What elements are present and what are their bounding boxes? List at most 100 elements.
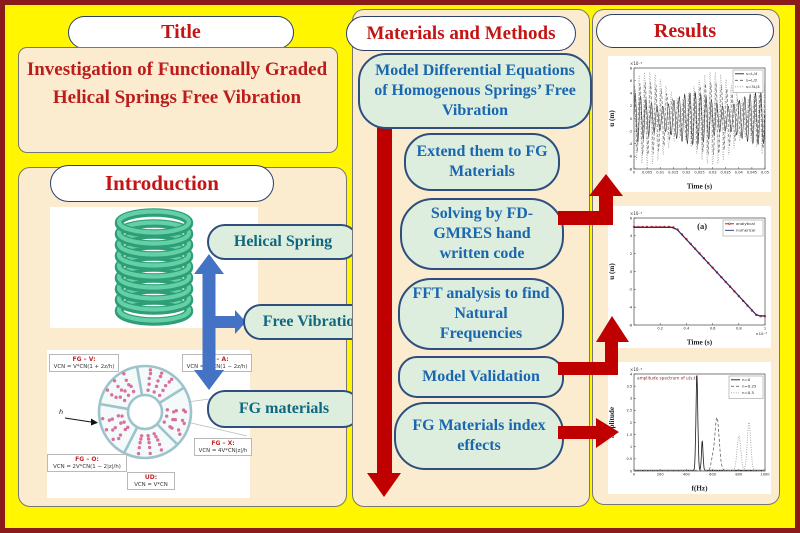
svg-text:0.6: 0.6 bbox=[710, 327, 716, 331]
svg-text:n=0: n=0 bbox=[742, 377, 751, 382]
svg-text:0.045: 0.045 bbox=[747, 171, 757, 175]
svg-text:×10⁻³: ×10⁻³ bbox=[630, 61, 643, 66]
concept-label-fg-materials: FG materials bbox=[238, 400, 330, 417]
results-header-label: Results bbox=[653, 19, 717, 42]
svg-text:-8: -8 bbox=[629, 167, 633, 171]
introduction-header-pill: Introduction bbox=[50, 165, 274, 202]
step-box-solving-fd-gmres: Solving by FD-GMRES hand written code bbox=[400, 198, 564, 270]
methods-flow-arrow-down-icon bbox=[367, 473, 401, 497]
svg-text:6: 6 bbox=[630, 216, 633, 220]
svg-text:1.5: 1.5 bbox=[626, 433, 632, 437]
fg-label-o: FG – O: VCN = 2V*CN(1 − 2|z|/h) bbox=[47, 454, 127, 473]
svg-text:1000: 1000 bbox=[760, 473, 770, 477]
svg-text:numerical: numerical bbox=[736, 228, 755, 233]
svg-text:u (m): u (m) bbox=[608, 263, 616, 280]
svg-text:s=L/2: s=L/2 bbox=[746, 78, 758, 83]
fg-cross-section-diagram: h bbox=[59, 364, 248, 460]
step-label: Model Validation bbox=[422, 368, 540, 385]
svg-text:amplitude: amplitude bbox=[608, 407, 616, 438]
step-box-fft-analysis: FFT analysis to find Natural Frequencies bbox=[398, 278, 564, 350]
svg-text:3.5: 3.5 bbox=[626, 384, 632, 388]
svg-text:×10⁻³: ×10⁻³ bbox=[630, 211, 643, 216]
svg-text:0.015: 0.015 bbox=[668, 171, 678, 175]
step-box-extend-fg: Extend them to FG Materials bbox=[404, 133, 560, 191]
svg-text:0.05: 0.05 bbox=[761, 171, 769, 175]
svg-text:0.035: 0.035 bbox=[721, 171, 731, 175]
svg-text:-6: -6 bbox=[629, 323, 633, 327]
concept-box-fg-materials: FG materials bbox=[207, 390, 361, 428]
svg-text:amplitude spectrum of u(s,t): amplitude spectrum of u(s,t) bbox=[637, 376, 697, 381]
svg-text:-4: -4 bbox=[629, 305, 633, 309]
svg-text:4: 4 bbox=[630, 372, 633, 376]
svg-text:0.4: 0.4 bbox=[684, 327, 690, 331]
svg-text:800: 800 bbox=[735, 473, 743, 477]
intro-flow-arrows-icon bbox=[194, 254, 246, 390]
svg-text:×10⁻³: ×10⁻³ bbox=[755, 331, 767, 336]
concept-label-free-vibration: Free Vibration bbox=[262, 313, 364, 330]
methods-header-label: Materials and Methods bbox=[366, 22, 556, 44]
svg-text:n=0.25: n=0.25 bbox=[742, 384, 757, 389]
svg-text:0.03: 0.03 bbox=[709, 171, 717, 175]
svg-text:Time (s): Time (s) bbox=[687, 183, 713, 191]
svg-text:h: h bbox=[59, 408, 63, 416]
svg-text:0.025: 0.025 bbox=[694, 171, 704, 175]
svg-text:0.01: 0.01 bbox=[656, 171, 664, 175]
step-label: Solving by FD-GMRES hand written code bbox=[430, 205, 534, 262]
svg-text:f(Hz): f(Hz) bbox=[692, 485, 709, 493]
svg-text:0.02: 0.02 bbox=[682, 171, 690, 175]
svg-text:s=L/4: s=L/4 bbox=[746, 71, 758, 76]
svg-text:(a): (a) bbox=[697, 221, 707, 231]
step-box-fg-index-effects: FG Materials index effects bbox=[394, 402, 564, 470]
svg-text:0.5: 0.5 bbox=[626, 457, 632, 461]
svg-text:3: 3 bbox=[630, 397, 632, 401]
svg-text:-2: -2 bbox=[629, 129, 633, 133]
concept-box-helical-spring: Helical Spring bbox=[207, 224, 359, 260]
svg-text:4: 4 bbox=[630, 234, 633, 238]
svg-text:-2: -2 bbox=[629, 288, 633, 292]
svg-text:600: 600 bbox=[709, 473, 717, 477]
svg-text:0: 0 bbox=[633, 171, 636, 175]
title-header-label: Title bbox=[161, 21, 201, 43]
svg-text:200: 200 bbox=[657, 473, 665, 477]
svg-text:1: 1 bbox=[764, 327, 766, 331]
svg-text:u (m): u (m) bbox=[608, 110, 616, 127]
main-title-text: Investigation of Functionally Graded Hel… bbox=[26, 59, 328, 108]
svg-text:1: 1 bbox=[630, 445, 632, 449]
svg-text:2: 2 bbox=[630, 421, 632, 425]
svg-text:400: 400 bbox=[683, 473, 691, 477]
svg-text:s=3L/4: s=3L/4 bbox=[746, 84, 760, 89]
svg-text:-4: -4 bbox=[629, 142, 633, 146]
methods-to-results-arrows-icon bbox=[558, 174, 629, 448]
svg-text:0.2: 0.2 bbox=[657, 327, 663, 331]
svg-text:Time (s): Time (s) bbox=[687, 339, 713, 347]
step-label: FFT analysis to find Natural Frequencies bbox=[412, 285, 550, 342]
step-box-model-validation: Model Validation bbox=[398, 356, 564, 398]
svg-text:0.04: 0.04 bbox=[735, 171, 744, 175]
fg-label-v: FG – V: VCN = V*CN(1 + 2z/h) bbox=[49, 354, 119, 373]
svg-text:2: 2 bbox=[630, 252, 632, 256]
step-box-model-equations: Model Differential Equations of Homogeno… bbox=[358, 53, 592, 129]
svg-text:0: 0 bbox=[633, 473, 636, 477]
svg-text:4: 4 bbox=[630, 92, 633, 96]
svg-text:0: 0 bbox=[630, 270, 633, 274]
fg-cross-section-image: h FG – V: VCN = V*CN(1 + 2z/h) FG – A: V… bbox=[47, 350, 252, 498]
svg-text:0.005: 0.005 bbox=[642, 171, 652, 175]
methods-header-pill: Materials and Methods bbox=[346, 16, 576, 51]
svg-text:0: 0 bbox=[630, 469, 633, 473]
title-panel bbox=[18, 47, 338, 153]
svg-text:0: 0 bbox=[630, 117, 633, 121]
methods-flow-arrow-shaft bbox=[377, 115, 392, 475]
svg-text:n=0.5: n=0.5 bbox=[742, 390, 754, 395]
svg-text:×10⁻³: ×10⁻³ bbox=[630, 367, 643, 372]
step-label: FG Materials index effects bbox=[412, 417, 546, 454]
svg-text:8: 8 bbox=[630, 66, 633, 70]
helical-spring-illustration bbox=[114, 208, 194, 326]
step-label: Model Differential Equations of Homogeno… bbox=[374, 62, 576, 119]
results-header-pill: Results bbox=[596, 14, 774, 48]
fg-label-x: FG – X: VCN = 4V*CN|z|/h bbox=[194, 438, 252, 457]
svg-text:-6: -6 bbox=[629, 155, 633, 159]
